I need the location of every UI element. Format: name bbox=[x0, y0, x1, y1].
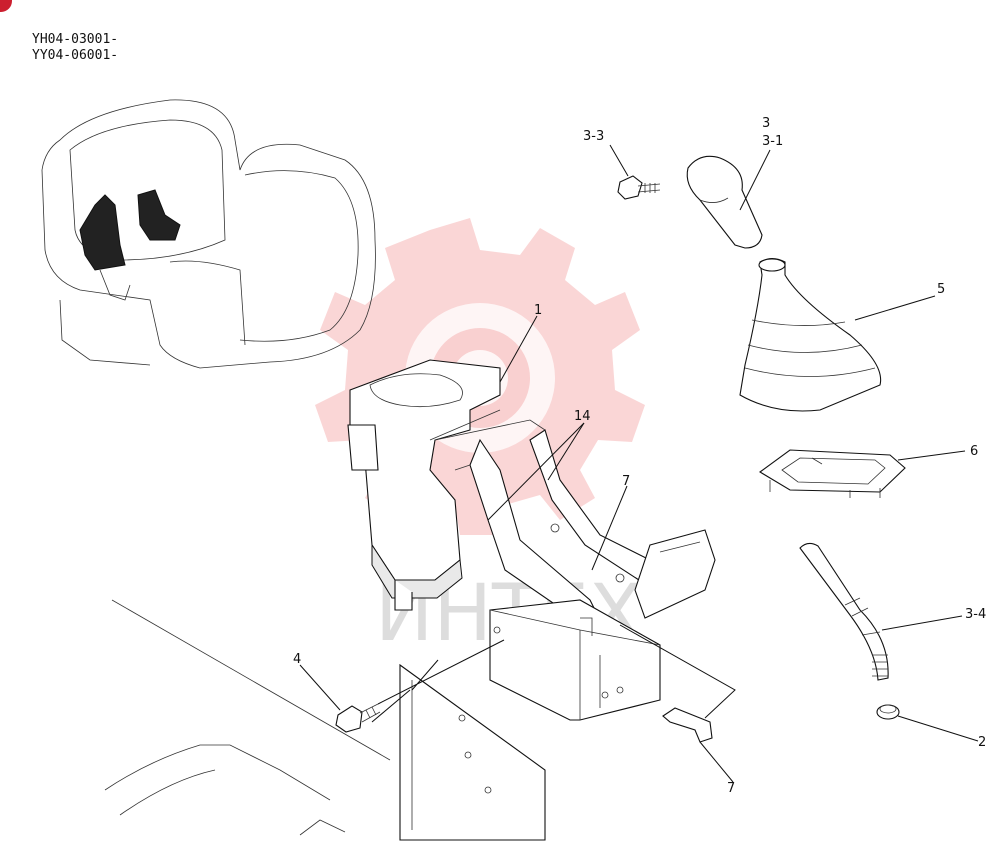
callout-3-4: 3-4 bbox=[965, 607, 986, 622]
callout-5: 5 bbox=[937, 282, 945, 297]
callout-3-3: 3-3 bbox=[583, 129, 604, 144]
callout-14: 14 bbox=[574, 409, 591, 424]
callout-4: 4 bbox=[293, 652, 301, 667]
bolt-4 bbox=[335, 703, 381, 733]
callout-3-1: 3-1 bbox=[762, 134, 783, 149]
serial-range-line-2: YY04-06001- bbox=[32, 48, 118, 63]
callout-1: 1 bbox=[534, 303, 542, 318]
operator-seat bbox=[41, 99, 376, 369]
leader-lines bbox=[299, 144, 979, 783]
lever-boot bbox=[739, 257, 882, 412]
cab-floor-frame bbox=[104, 599, 546, 841]
callout-7-bottom: 7 bbox=[727, 781, 735, 796]
callout-2: 2 bbox=[978, 735, 986, 750]
lever-rod bbox=[799, 542, 889, 681]
boot-bezel-frame bbox=[759, 449, 906, 498]
clip-7 bbox=[662, 707, 713, 743]
lever-knob bbox=[686, 155, 763, 249]
serial-range-line-1: YH04-03001- bbox=[32, 32, 118, 47]
bolt-3-3 bbox=[617, 175, 661, 200]
console-housing bbox=[347, 359, 716, 721]
callout-3: 3 bbox=[762, 116, 770, 131]
nut-2 bbox=[876, 704, 900, 720]
callout-7-top: 7 bbox=[622, 474, 630, 489]
callout-6: 6 bbox=[970, 444, 978, 459]
